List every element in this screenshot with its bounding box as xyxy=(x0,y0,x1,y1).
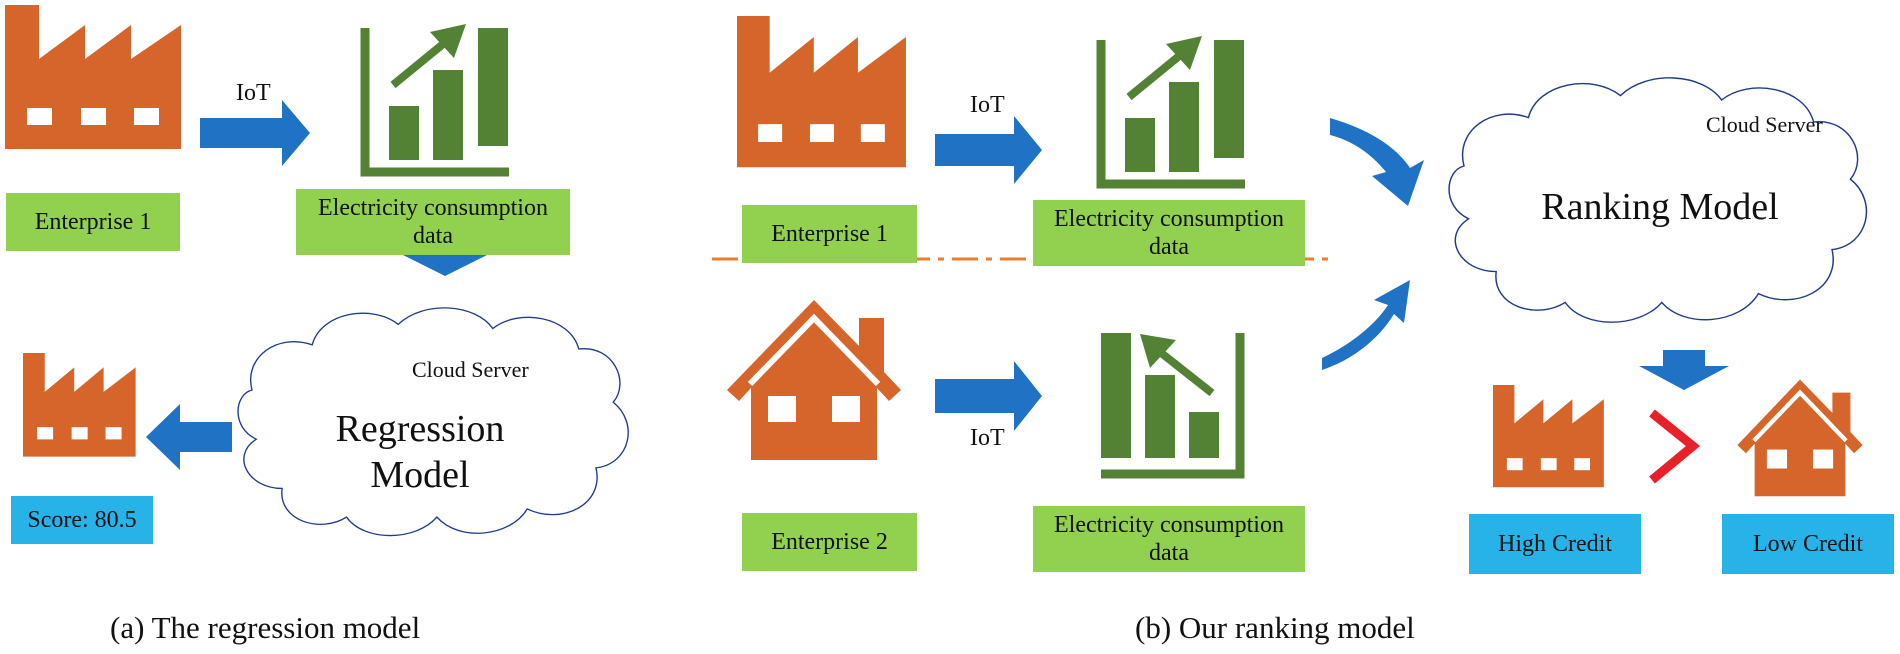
panel-b-bar-chart-up-icon xyxy=(1096,36,1245,189)
panel-a-factory-icon xyxy=(5,5,181,149)
panel-b-curved-arrow-bottom-icon xyxy=(1322,280,1410,370)
panel-b-cloud-title: Cloud Server xyxy=(1706,112,1823,137)
panel-a-iot-arrow-icon xyxy=(200,100,310,166)
panel-b-bottom-iot-label: IoT xyxy=(970,425,1005,451)
panel-a-down-arrow-icon xyxy=(401,238,489,276)
panel-b-bar-chart-down-icon xyxy=(1101,333,1245,479)
panel-a-electricity-label: Electricity consumption data xyxy=(296,189,570,255)
panel-b-top-factory-icon xyxy=(737,16,906,168)
panel-b-caption: (b) Our ranking model xyxy=(1135,610,1415,645)
panel-b-house-icon xyxy=(727,300,901,460)
panel-b-curved-arrow-top-icon xyxy=(1330,118,1424,206)
panel-b-enterprise1-label: Enterprise 1 xyxy=(742,205,917,263)
panel-a-cloud-title: Cloud Server xyxy=(412,357,529,382)
panel-a-score-label: Score: 80.5 xyxy=(11,496,153,544)
panel-a-caption: (a) The regression model xyxy=(110,610,421,645)
panel-b-low-credit-label: Low Credit xyxy=(1722,514,1894,574)
panel-b-electricity-top-label: Electricity consumption data xyxy=(1033,200,1305,266)
panel-a-model-title: Regression Model xyxy=(335,408,505,496)
panel-b-bottom-iot-arrow-icon xyxy=(935,361,1042,431)
panel-b-top-iot-arrow-icon xyxy=(935,116,1042,184)
panel-b-down-arrow-icon xyxy=(1639,350,1729,390)
panel-b-high-credit-factory-icon xyxy=(1493,385,1604,488)
panel-b-top-iot-label: IoT xyxy=(970,92,1005,118)
panel-b-model-title: Ranking Model xyxy=(1541,186,1779,228)
panel-b-high-credit-label: High Credit xyxy=(1469,514,1641,574)
panel-a-bar-chart-up-icon xyxy=(360,24,509,177)
panel-b-low-credit-house-icon xyxy=(1737,379,1862,496)
panel-a-small-factory-icon xyxy=(23,353,136,457)
panel-a-enterprise-label: Enterprise 1 xyxy=(6,193,180,251)
panel-b-enterprise2-label: Enterprise 2 xyxy=(742,513,917,571)
panel-a-left-arrow-icon xyxy=(146,404,232,470)
greater-than-icon xyxy=(1649,409,1701,484)
panel-a-iot-label: IoT xyxy=(236,80,271,106)
panel-b-electricity-bottom-label: Electricity consumption data xyxy=(1033,506,1305,572)
